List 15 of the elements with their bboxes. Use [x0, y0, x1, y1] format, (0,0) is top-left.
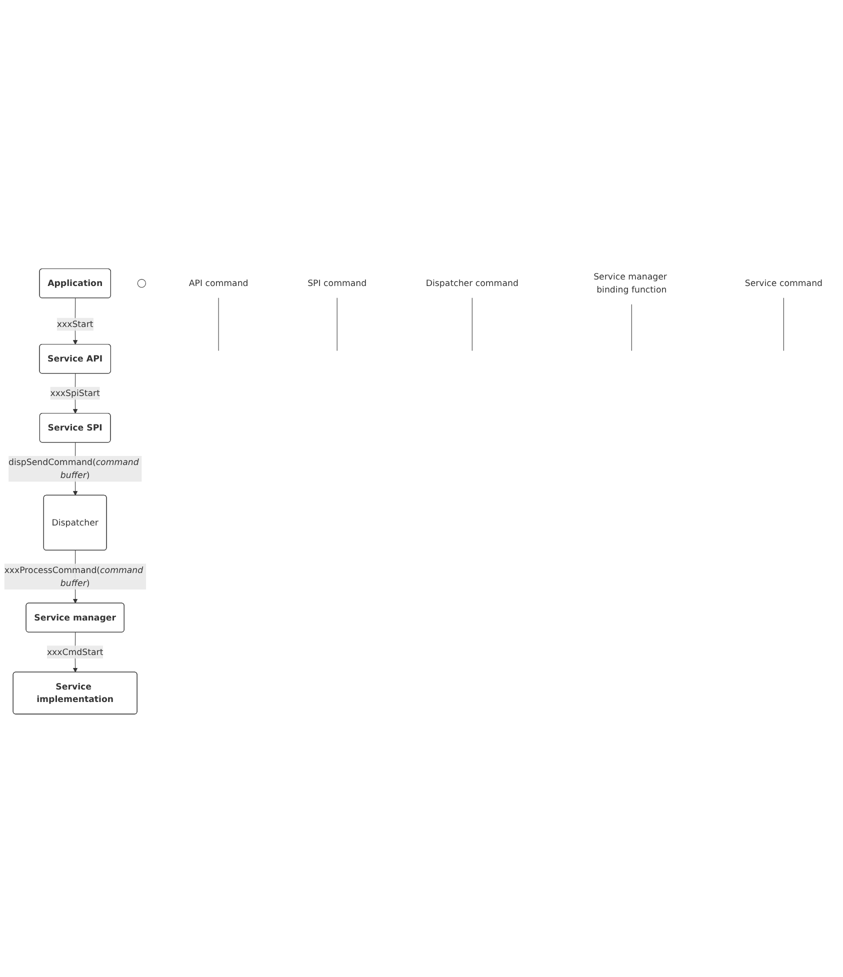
- edge-label: xxxStart: [56, 319, 94, 330]
- node-ellipse: [137, 279, 146, 288]
- edge-label: dispSendCommand(command buffer): [8, 457, 139, 480]
- connector: [218, 298, 219, 352]
- node-text: SPI command: [308, 278, 367, 288]
- node-text: Service manager binding function: [594, 272, 667, 295]
- connector: [631, 304, 632, 352]
- edge-label: xxxSpiStart: [50, 388, 100, 398]
- node-text: Service command: [744, 278, 823, 288]
- connector: [783, 298, 784, 352]
- node-text: Dispatcher command: [426, 278, 518, 288]
- edge-label: xxxProcessCommand(command buffer): [4, 565, 144, 588]
- node-text: API command: [188, 278, 248, 288]
- edge-label: xxxCmdStart: [46, 646, 104, 658]
- connector: [336, 298, 338, 352]
